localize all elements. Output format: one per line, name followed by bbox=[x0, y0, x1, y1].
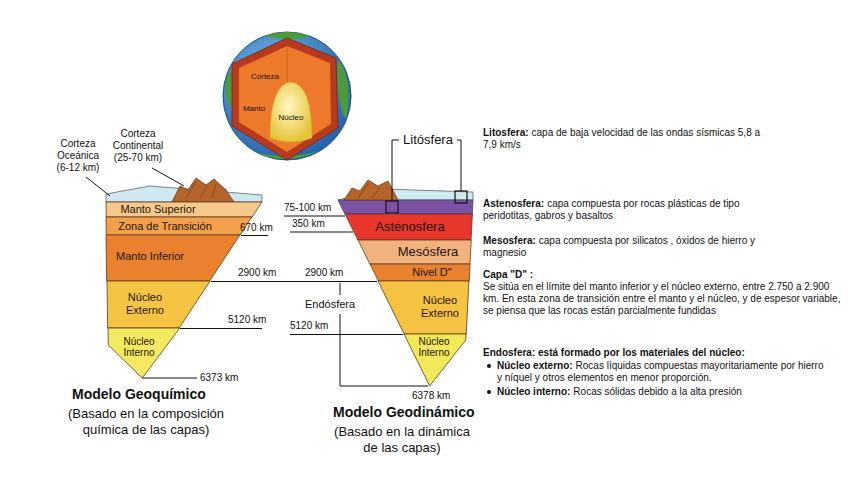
model-title: Modelo Geoquímico bbox=[72, 386, 206, 403]
globe-continents bbox=[225, 32, 348, 159]
depth-line bbox=[142, 378, 197, 379]
band-outline bbox=[370, 264, 470, 281]
description-heading: Mesosfera: bbox=[483, 235, 536, 246]
layer-band: Manto Inferior bbox=[106, 235, 240, 281]
lithosphere-bracket bbox=[392, 140, 399, 201]
leader-line bbox=[152, 168, 184, 186]
band-outline bbox=[106, 202, 262, 217]
model-subtitle: (Basado en la dinámica de las capas) bbox=[328, 424, 476, 455]
depth-line bbox=[284, 216, 345, 217]
description-paragraph: Núcleo interno:Rocas sólidas debido a la… bbox=[497, 386, 827, 398]
description-text: Rocas sólidas debido a la alta presión bbox=[573, 386, 741, 397]
depth-line bbox=[290, 281, 377, 282]
layer-band: Núcleo Externo bbox=[378, 281, 469, 334]
lithosphere-label: Litósfera bbox=[400, 132, 456, 148]
depth-line bbox=[290, 334, 403, 335]
layer-band: Núcleo Interno bbox=[404, 334, 466, 386]
globe-ocean bbox=[223, 32, 351, 160]
layer-band: Mesósfera bbox=[358, 240, 471, 264]
model-title: Modelo Geodinámico bbox=[333, 404, 475, 421]
description-paragraph: Astenosfera:capa compuesta por rocas plá… bbox=[483, 198, 753, 222]
endosphere-bracket bbox=[340, 283, 341, 295]
left-wedge-top bbox=[106, 178, 262, 202]
lithosphere-band bbox=[338, 200, 473, 214]
globe-core bbox=[270, 82, 312, 142]
band-outline bbox=[358, 240, 471, 264]
crust-label: Corteza Continental (25-70 km) bbox=[106, 128, 170, 164]
description-heading: Núcleo externo: bbox=[497, 360, 573, 371]
layer-name: Zona de Transición bbox=[110, 220, 220, 233]
layer-band: Astenosfera bbox=[345, 214, 472, 240]
layer-name: Núcleo Interno bbox=[117, 336, 161, 359]
continent bbox=[337, 60, 348, 120]
globe-label: Corteza bbox=[245, 72, 285, 82]
lithosphere-marker bbox=[455, 191, 467, 203]
layer-band: Zona de Transición bbox=[106, 217, 252, 235]
globe-mantle bbox=[239, 46, 331, 152]
bullet-dot bbox=[487, 364, 491, 368]
band-outline bbox=[378, 281, 469, 334]
band-outline bbox=[345, 214, 472, 240]
depth-label: 75-100 km bbox=[284, 202, 331, 214]
continental-crust bbox=[172, 178, 234, 202]
cut-edge bbox=[287, 46, 288, 82]
description-heading: Astenosfera: bbox=[483, 198, 544, 209]
layer-band: Nivel D" bbox=[370, 264, 470, 281]
depth-line bbox=[211, 281, 290, 282]
depth-label: 2900 km bbox=[305, 267, 343, 279]
description-heading: Núcleo interno: bbox=[497, 386, 570, 397]
continent bbox=[262, 32, 310, 39]
description-paragraph: Litosfera:capa de baja velocidad de las … bbox=[483, 127, 768, 151]
depth-label: 5120 km bbox=[290, 320, 328, 332]
depth-line bbox=[241, 235, 268, 236]
globe-label: Núcleo bbox=[271, 113, 311, 123]
description-paragraph: Mesosfera:capa compuesta por silicatos ,… bbox=[483, 235, 758, 259]
band-outline bbox=[404, 334, 466, 386]
endosphere-label: Endósfera bbox=[305, 298, 355, 311]
right-wedge-top bbox=[338, 180, 473, 214]
layer-name: Mesósfera bbox=[388, 245, 468, 260]
mountain-relief bbox=[358, 184, 380, 198]
depth-label: 350 km bbox=[292, 218, 325, 230]
depth-line bbox=[180, 328, 262, 329]
globe-label: Manto bbox=[234, 104, 274, 114]
model-subtitle: (Basado en la composición química de las… bbox=[60, 406, 232, 437]
layer-name: Nivel D" bbox=[402, 266, 462, 279]
layer-name: Núcleo Interno bbox=[413, 336, 455, 359]
description-heading: Capa "D" : bbox=[483, 269, 533, 281]
bullet-dot bbox=[487, 390, 491, 394]
description-paragraph: Núcleo externo:Rocas líquidas compuestas… bbox=[497, 360, 827, 384]
band-outline bbox=[106, 217, 252, 235]
mountain-relief bbox=[186, 182, 216, 198]
leader-line bbox=[86, 177, 110, 196]
description-heading: Endosfera: está formado por los material… bbox=[483, 347, 823, 359]
depth-label: 6373 km bbox=[200, 372, 238, 384]
layer-name: Núcleo Externo bbox=[415, 294, 465, 319]
globe bbox=[223, 32, 351, 160]
layer-name: Núcleo Externo bbox=[120, 291, 170, 316]
band-outline bbox=[108, 328, 180, 378]
depth-label: 5120 km bbox=[228, 314, 266, 326]
globe-crust-cut bbox=[232, 38, 338, 160]
depth-label: 670 km bbox=[240, 222, 273, 234]
layer-name: Manto Superior bbox=[108, 203, 208, 216]
layer-name: Manto Inferior bbox=[105, 250, 195, 263]
layer-name: Astenosfera bbox=[360, 220, 460, 235]
depth-line bbox=[290, 232, 353, 233]
depth-label: 6378 km bbox=[412, 390, 450, 402]
lithosphere-bracket bbox=[457, 140, 461, 191]
band-outline bbox=[107, 281, 210, 328]
description-text: Se sitúa en el límite del manto inferior… bbox=[483, 281, 841, 317]
crust-label: Corteza Oceánica (6-12 km) bbox=[50, 138, 106, 174]
lithosphere-marker bbox=[386, 201, 398, 213]
description-heading: Litosfera: bbox=[483, 127, 529, 138]
layer-band: Manto Superior bbox=[106, 202, 262, 217]
layer-band: Núcleo Externo bbox=[107, 281, 210, 328]
layer-band: Núcleo Interno bbox=[108, 328, 180, 378]
depth-label: 2900 km bbox=[238, 267, 276, 279]
continental-crust bbox=[344, 180, 398, 200]
